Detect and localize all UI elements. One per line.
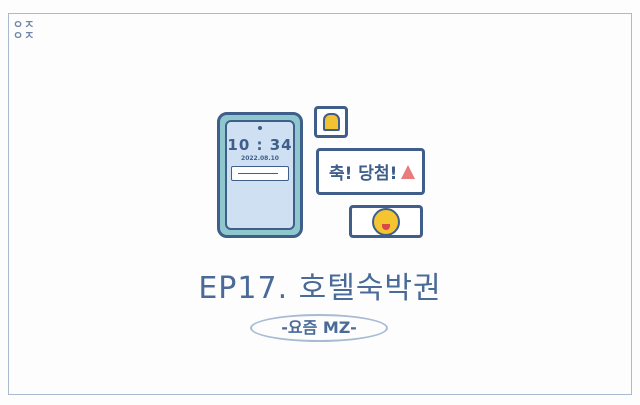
episode-title: EP17. 호텔숙박권 [198,271,442,306]
surprised-face-icon [372,207,400,236]
phone-illustration: 10 : 34 2022.08.10 [217,112,303,238]
party-popper-icon [401,164,416,179]
phone-time: 10 : 34 [227,136,293,154]
page-frame [8,13,632,395]
message-bubble: 축! 당첨! [316,148,425,195]
bell-icon [322,113,340,131]
emoji-bubble [349,205,423,238]
logo-line: ㅇㅈ [13,29,36,42]
logo-line: ㅇㅈ [13,18,36,31]
message-text: 축! 당첨! [329,164,398,184]
series-subtitle: -요즘 MZ- [250,314,388,342]
bell-bubble [314,106,348,138]
notification-card [231,166,289,181]
phone-screen: 10 : 34 2022.08.10 [225,120,295,230]
phone-date: 2022.08.10 [241,155,279,162]
camera-icon [258,126,262,130]
